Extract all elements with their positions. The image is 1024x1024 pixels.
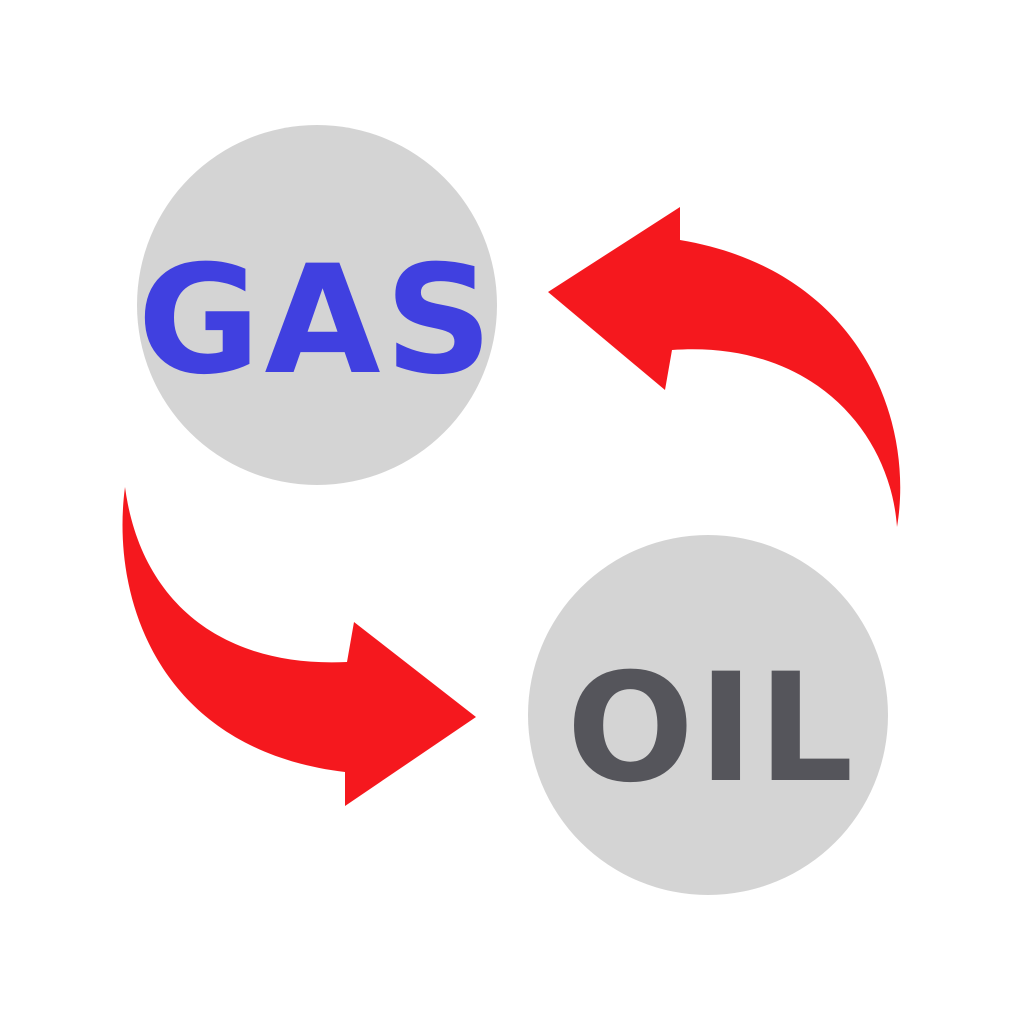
gas-label: GAS: [137, 234, 496, 408]
oil-bubble: [528, 535, 888, 895]
curved-arrow-right-icon: [122, 487, 477, 806]
curved-arrow-left-icon: [548, 207, 901, 527]
gas-bubble: [137, 125, 497, 485]
oil-label: OIL: [567, 642, 858, 816]
